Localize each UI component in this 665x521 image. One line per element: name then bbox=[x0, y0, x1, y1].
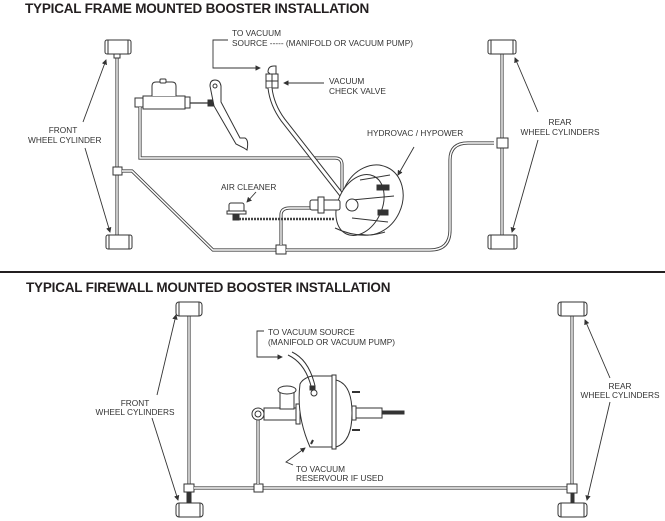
frame-mounted-title: TYPICAL FRAME MOUNTED BOOSTER INSTALLATI… bbox=[25, 1, 370, 16]
frame-master-to-booster-line bbox=[138, 107, 344, 200]
firewall-front-arrow-up bbox=[156, 314, 178, 396]
firewall-rear-tee-fitting bbox=[566, 483, 578, 494]
frame-rear-label-1: REAR bbox=[548, 117, 572, 127]
frame-rear-arrow-down bbox=[510, 139, 539, 233]
frame-front-wheel-cylinder-top bbox=[104, 39, 132, 59]
firewall-rear-wheel-cylinder-top bbox=[557, 301, 588, 317]
frame-rear-supply-line bbox=[286, 141, 494, 252]
hydrovac-label: HYDROVAC / HYPOWER bbox=[367, 128, 464, 138]
firewall-front-tee-fitting bbox=[183, 483, 195, 493]
firewall-junction-fitting bbox=[253, 483, 264, 493]
air-cleaner-arrow bbox=[246, 191, 257, 203]
frame-vacuum-source-label-1: TO VACUUM bbox=[232, 28, 282, 38]
frame-front-to-junction-line bbox=[122, 169, 278, 252]
firewall-rear-wheel-cylinder-bottom bbox=[557, 502, 588, 518]
section-divider bbox=[0, 271, 665, 273]
air-cleaner bbox=[226, 202, 247, 221]
frame-rear-wheel-cylinder-top bbox=[487, 39, 517, 55]
check-valve-label-2: CHECK VALVE bbox=[329, 86, 386, 96]
hydrovac-booster bbox=[309, 164, 404, 236]
frame-vacuum-hose bbox=[267, 87, 346, 200]
firewall-rear-label-1: REAR bbox=[608, 381, 632, 391]
firewall-rear-hose bbox=[570, 492, 575, 504]
frame-front-arrow-up bbox=[82, 59, 107, 123]
frame-brake-pedal bbox=[209, 79, 249, 151]
frame-vacuum-source-label-2: SOURCE ----- (MANIFOLD OR VACUUM PUMP) bbox=[232, 38, 413, 48]
firewall-master-cylinder bbox=[251, 385, 301, 425]
firewall-front-label-1: FRONT bbox=[120, 398, 150, 408]
firewall-front-wheel-cylinder-bottom bbox=[175, 502, 204, 518]
firewall-vacuum-source-label-2: (MANIFOLD OR VACUUM PUMP) bbox=[268, 337, 396, 347]
frame-vacuum-source-arrow bbox=[212, 39, 261, 71]
check-valve-label-1: VACUUM bbox=[329, 76, 365, 86]
firewall-vacuum-source-arrow bbox=[256, 330, 283, 360]
frame-rear-label-2: WHEEL CYLINDERS bbox=[520, 127, 600, 137]
hydrovac-arrow bbox=[397, 146, 415, 176]
frame-front-tee-fitting bbox=[112, 166, 123, 176]
frame-front-label-2: WHEEL CYLINDER bbox=[28, 135, 102, 145]
firewall-vacuum-source-label-1: TO VACUUM SOURCE bbox=[268, 327, 355, 337]
frame-rear-wheel-cylinder-bottom bbox=[487, 234, 518, 250]
firewall-front-label-2: WHEEL CYLINDERS bbox=[95, 407, 175, 417]
firewall-front-hose bbox=[186, 491, 192, 504]
reservoir-label-1: TO VACUUM bbox=[296, 464, 346, 474]
frame-front-wheel-cylinder-bottom bbox=[105, 234, 133, 250]
reservoir-label-2: RESERVOUR IF USED bbox=[296, 473, 384, 483]
firewall-vacuum-hose bbox=[287, 351, 316, 387]
frame-rear-arrow-up bbox=[514, 57, 539, 113]
air-cleaner-label: AIR CLEANER bbox=[221, 182, 277, 192]
firewall-rear-label-2: WHEEL CYLINDERS bbox=[580, 390, 660, 400]
firewall-vacuum-booster bbox=[298, 374, 405, 450]
vacuum-check-valve bbox=[265, 65, 279, 89]
frame-front-label-1: FRONT bbox=[48, 125, 78, 135]
firewall-rear-arrow-down bbox=[585, 401, 611, 501]
frame-master-cylinder bbox=[134, 78, 191, 110]
firewall-front-wheel-cylinder-top bbox=[175, 301, 203, 317]
frame-junction-to-booster-line bbox=[279, 206, 310, 245]
frame-junction-fitting bbox=[275, 244, 287, 255]
firewall-mounted-title: TYPICAL FIREWALL MOUNTED BOOSTER INSTALL… bbox=[26, 280, 391, 295]
frame-front-arrow-down bbox=[84, 147, 112, 233]
firewall-front-arrow-down bbox=[151, 417, 180, 501]
frame-rear-tee-fitting bbox=[496, 137, 509, 149]
firewall-rear-arrow-up bbox=[584, 319, 611, 379]
reservoir-arrow bbox=[285, 447, 306, 466]
